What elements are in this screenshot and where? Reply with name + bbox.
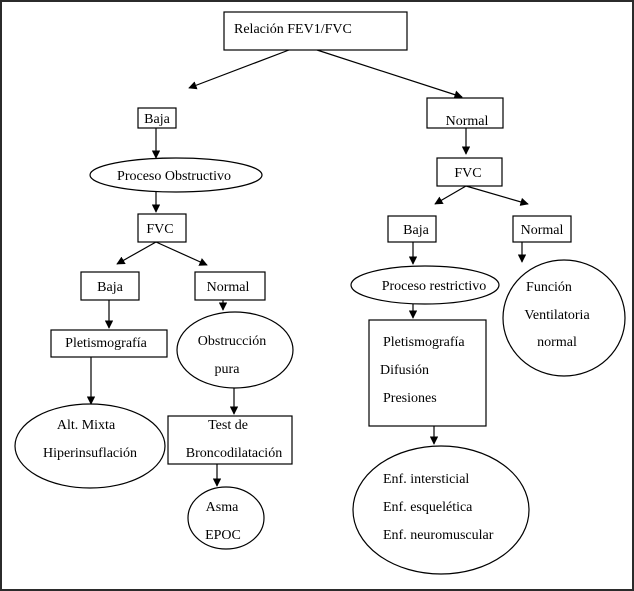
edge-fvc-baja-right [434,185,467,205]
obstruccion-line1: Obstrucción [198,334,266,349]
node-test-broncodilatacion: Test de Broncodilatación [167,415,293,465]
test-line1: Test de [208,418,248,433]
right-fvc-normal-label: Normal [521,223,564,238]
left-baja-label: Baja [144,112,170,127]
node-right-fvc-normal: Normal [512,215,572,243]
pletismografia-left-label: Pletismografía [65,336,147,351]
funcion-line3: normal [537,335,577,350]
right-normal-label: Normal [446,114,489,129]
edges [86,49,529,487]
test-line2: Broncodilatación [186,446,282,461]
edge-root-baja [188,49,290,90]
enf-line2: Enf. esquelética [383,500,473,515]
edge-fvc-baja-left [116,241,157,265]
pruebas-line2: Difusión [380,363,429,378]
node-proceso-obstructivo: Proceso Obstructivo [89,157,263,193]
node-alt-mixta: Alt. Mixta Hiperinsuflación [14,403,166,489]
edge-fvc-normal-left [155,241,208,266]
funcion-line1: Función [526,280,572,295]
asma-line2: EPOC [205,528,241,543]
node-proceso-restrictivo: Proceso restrictivo [350,265,500,305]
node-left-fvc-baja: Baja [80,271,140,301]
node-funcion-ventilatoria: Función Ventilatoria normal [502,259,626,377]
edge-root-normal [316,49,463,99]
node-right-normal: Normal [426,97,504,129]
alt-line1: Alt. Mixta [57,418,116,433]
left-fvc-normal-label: Normal [207,280,250,295]
node-obstruccion-pura: Obstrucción pura [176,311,294,389]
node-root: Relación FEV1/FVC [223,11,408,51]
left-fvc-label: FVC [146,222,173,237]
node-right-fvc: FVC [436,157,503,187]
node-left-fvc: FVC [137,213,187,243]
node-pletismografia-left: Pletismografía [50,329,168,358]
enf-line1: Enf. intersticial [383,472,469,487]
node-left-fvc-normal: Normal [194,271,266,301]
proceso-obstructivo-label: Proceso Obstructivo [117,169,231,184]
proceso-restrictivo-label: Proceso restrictivo [382,279,487,294]
funcion-line2: Ventilatoria [524,308,590,323]
root-label: Relación FEV1/FVC [234,22,352,37]
enf-line3: Enf. neuromuscular [383,528,494,543]
node-asma-epoc: Asma EPOC [187,486,265,550]
pruebas-line1: Pletismografía [383,335,465,350]
obstruccion-line2: pura [215,362,241,377]
right-fvc-label: FVC [454,166,481,181]
node-left-baja: Baja [137,107,177,129]
alt-line2: Hiperinsuflación [43,446,137,461]
pruebas-line3: Presiones [383,391,437,406]
node-pruebas-restrictivo: Pletismografía Difusión Presiones [368,319,487,427]
edge-fvc-normal-right [465,185,529,206]
node-right-fvc-baja: Baja [387,215,437,243]
left-fvc-baja-label: Baja [97,280,123,295]
asma-line1: Asma [206,500,239,515]
right-fvc-baja-label: Baja [403,223,429,238]
node-enfermedades: Enf. intersticial Enf. esquelética Enf. … [352,445,530,575]
